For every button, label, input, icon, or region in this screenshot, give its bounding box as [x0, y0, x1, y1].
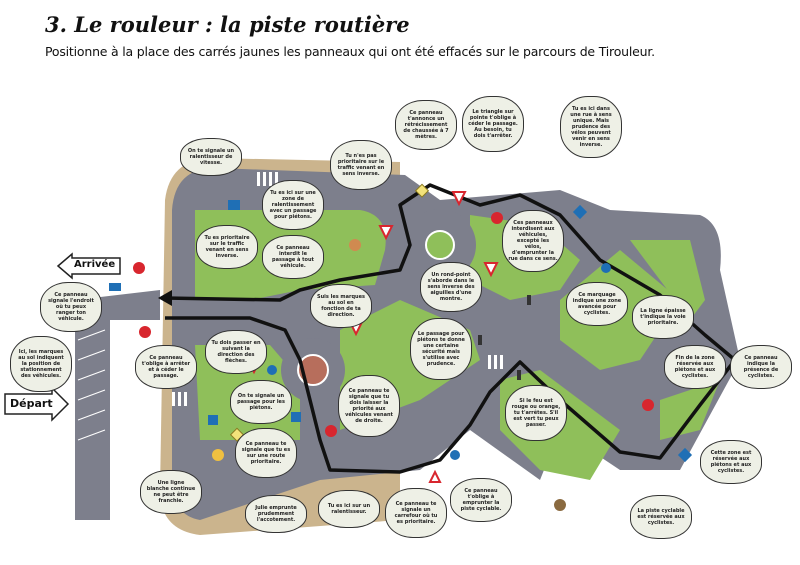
- speech-bubble: Tu es ici dans une rue à sens unique. Ma…: [560, 96, 622, 158]
- stop-sign-icon: [139, 326, 151, 338]
- speech-bubble: Cette zone est réservée aux piétons et a…: [700, 440, 762, 484]
- yield-sign-icon: [451, 191, 467, 207]
- speech-bubble: Ce panneau te signale que tu dois laisse…: [338, 375, 400, 437]
- speech-bubble: Ce panneau signale l'endroit où tu peux …: [40, 282, 102, 332]
- speech-bubble: La ligne épaisse t'indique la voie prior…: [632, 295, 694, 339]
- speech-bubble: Tu es ici sur un ralentisseur.: [318, 490, 380, 528]
- speech-bubble: Ce panneau t'annonce un rétrécissement d…: [395, 100, 457, 150]
- stop-sign-icon: [133, 262, 145, 274]
- yellow-square: [414, 183, 430, 198]
- roundabout-top-island: [425, 230, 455, 260]
- speech-bubble: Ce panneau t'oblige à emprunter la piste…: [450, 478, 512, 522]
- speech-bubble: Ce panneau interdit le passage à tout vé…: [262, 235, 324, 279]
- speech-bubble: Ici, les marques au sol indiquent la pos…: [10, 336, 72, 392]
- bike-path-sign-icon: [601, 263, 611, 273]
- speech-bubble: Ce panneau t'oblige à arrêter et à céder…: [135, 345, 197, 389]
- speech-bubble: Tu es ici sur une zone de ralentissement…: [262, 180, 324, 230]
- character-cyclist: [554, 499, 566, 511]
- speech-bubble: Ce panneau te signale un carrefour où tu…: [385, 488, 447, 538]
- speech-bubble: Tu n'es pas prioritaire sur le traffic v…: [330, 140, 392, 190]
- instruction-text: Positionne à la place des carrés jaunes …: [45, 44, 655, 59]
- speech-bubble: Ces panneaux interdisent aux véhicules, …: [502, 210, 564, 272]
- roundabout-sign-icon: [267, 365, 277, 375]
- speech-bubble: Fin de la zone réservée aux piétons et a…: [664, 345, 726, 389]
- speech-bubble: Julie emprunte prudemment l'accotement.: [245, 495, 307, 533]
- parking-markings: [77, 329, 106, 441]
- speech-bubble: Un rond-point s'aborde dans le sens inve…: [420, 262, 482, 312]
- crosswalk-sign-icon: [208, 415, 218, 425]
- speech-bubble: Ce marquage indique une zone avancée pou…: [566, 282, 628, 326]
- speech-bubble: Ce panneau te signale que tu es sur une …: [235, 428, 297, 478]
- speech-bubble: On te signale un passage pour les piéton…: [230, 380, 292, 424]
- speech-bubble: Si le feu est rouge ou orange, tu t'arrê…: [505, 385, 567, 441]
- speech-bubble: Ce panneau indique la présence de cyclis…: [730, 345, 792, 389]
- traffic-light-icon: [517, 370, 521, 380]
- speech-bubble: La piste cyclable est réservée aux cycli…: [630, 495, 692, 539]
- character-boy: [349, 239, 361, 251]
- route-line: [164, 183, 737, 474]
- traffic-light-icon: [478, 335, 482, 345]
- yield-sign-icon: [378, 225, 394, 241]
- shared-path-sign-icon: [677, 447, 693, 463]
- arrival-label: Arrivée: [74, 259, 116, 270]
- parking-sign-icon: [109, 283, 121, 291]
- character-julie: [212, 449, 224, 461]
- speech-bubble: Tu es prioritaire sur le traffic venant …: [196, 225, 258, 269]
- priority-sign-icon: [228, 200, 240, 210]
- route-arrow-icon: [158, 290, 172, 306]
- parking-lot: [75, 290, 160, 520]
- no-entry-sign-icon: [325, 425, 337, 437]
- speech-bubble: Le passage pour piétons te donne une cer…: [410, 318, 472, 380]
- grass-far-right: [660, 380, 720, 440]
- departure-arrow: [4, 386, 70, 422]
- page-title: 3. Le rouleur : la piste routière: [45, 12, 410, 37]
- speech-bubble: Une ligne blanche continue ne peut être …: [140, 470, 202, 514]
- stop-sign-icon: [642, 399, 654, 411]
- grass-right-inner: [630, 240, 705, 320]
- traffic-light-icon: [527, 295, 531, 305]
- departure-label: Départ: [10, 397, 53, 410]
- bike-path-sign-icon: [450, 450, 460, 460]
- speech-bubble: Le triangle sur pointe t'oblige à céder …: [462, 96, 524, 152]
- speech-bubble: Tu dois passer en suivant la direction d…: [205, 330, 267, 374]
- one-way-sign-icon: [291, 412, 301, 422]
- yield-sign-icon: [483, 262, 499, 278]
- no-entry-sign-icon: [491, 212, 503, 224]
- speech-bubble: On te signale un ralentisseur de vitesse…: [180, 138, 242, 176]
- one-way-sign-icon: [572, 204, 588, 220]
- warning-sign-icon: [428, 469, 442, 483]
- speech-bubble: Suis les marques au sol en fonction de t…: [310, 284, 372, 328]
- crosswalks: [172, 172, 503, 406]
- arrival-arrow: [56, 252, 121, 280]
